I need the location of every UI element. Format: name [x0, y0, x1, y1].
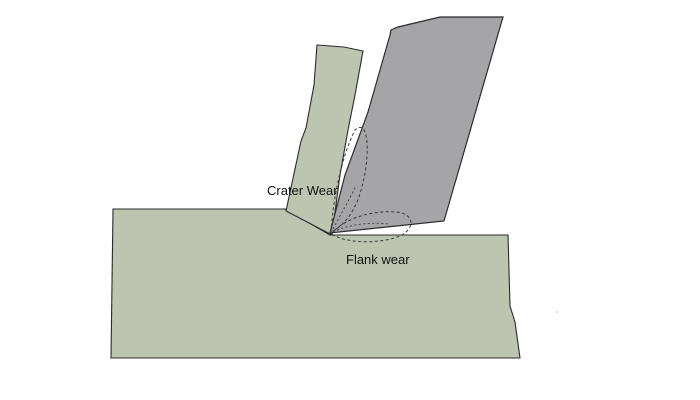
stray-dot	[556, 311, 558, 313]
crater-wear-region	[330, 127, 368, 233]
crater-wear-label: Crater Wear	[267, 183, 338, 198]
chip	[285, 44, 364, 236]
flank-wear-inner	[332, 222, 391, 233]
workpiece	[110, 208, 521, 359]
cutting-tool	[329, 16, 504, 234]
flank-wear-label: Flank wear	[346, 252, 410, 267]
flank-wear-region	[330, 211, 412, 243]
